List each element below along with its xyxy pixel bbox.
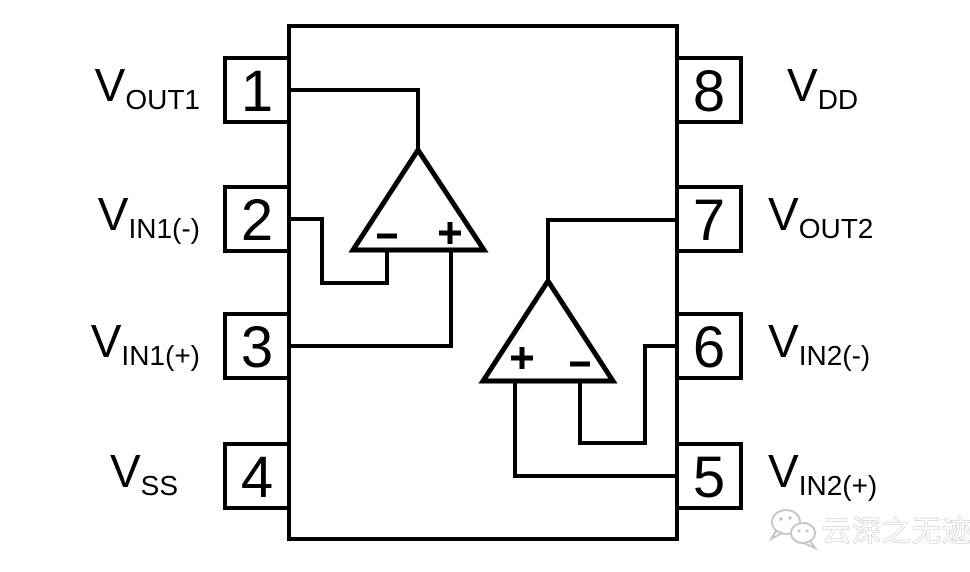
pin-5-label-sub: IN2(+)	[799, 470, 878, 501]
pin-4-label: VSS	[110, 445, 178, 501]
pin-8-number: 8	[693, 59, 725, 124]
pin-2: 2	[223, 185, 291, 253]
pin-2-label: VIN1(-)	[98, 188, 200, 244]
pin-5: 5	[675, 442, 743, 510]
pin-5-number: 5	[693, 445, 725, 510]
opamp-1-plus-icon	[439, 222, 461, 244]
pin-1-label-main: V	[95, 59, 126, 111]
pin-4-number: 4	[241, 445, 273, 510]
pin-8-label-main: V	[787, 59, 818, 111]
pin-2-label-main: V	[98, 188, 129, 240]
pin-7-box	[675, 185, 743, 253]
watermark: 云深之无迹	[768, 509, 970, 551]
pin-4-label-main: V	[110, 445, 141, 497]
wire-pin1-opamp1-output	[285, 88, 420, 152]
pin-6-box	[675, 312, 743, 380]
pin-5-label: VIN2(+)	[768, 445, 877, 501]
pin-5-box	[675, 442, 743, 510]
pin-7-label: VOUT2	[768, 188, 873, 244]
pin-7-number: 7	[693, 188, 725, 253]
wechat-logo-icon	[768, 509, 818, 551]
pin-6-number: 6	[693, 315, 725, 380]
pin-2-box	[223, 185, 291, 253]
pin-1-label: VOUT1	[95, 59, 200, 115]
pin-2-label-sub: IN1(-)	[128, 213, 200, 244]
pin-4-label-sub: SS	[141, 470, 178, 501]
pin-1-number: 1	[241, 59, 273, 124]
pin-6: 6	[675, 312, 743, 380]
wire-pin3-opamp1-noninverting	[285, 250, 453, 348]
pin-3-box	[223, 312, 291, 380]
pin-8: 8	[675, 56, 743, 124]
pin-4-box	[223, 442, 291, 510]
pin-7: 7	[675, 185, 743, 253]
wire-pin7-opamp2-output	[546, 218, 681, 281]
pin-3-label-main: V	[91, 315, 122, 367]
pin-7-label-main: V	[768, 188, 799, 240]
pin-8-label: VDD	[787, 59, 858, 115]
pin-3-label-sub: IN1(+)	[121, 340, 200, 371]
pin-3-label: VIN1(+)	[91, 315, 200, 371]
pin-1-label-sub: OUT1	[125, 84, 200, 115]
pin-8-box	[675, 56, 743, 124]
pin-3-number: 3	[241, 315, 273, 380]
pin-1-box	[223, 56, 291, 124]
opamp-2-symbol	[478, 276, 618, 384]
pin-2-number: 2	[241, 188, 273, 253]
pin-6-label-sub: IN2(-)	[799, 340, 871, 371]
pin-5-label-main: V	[768, 445, 799, 497]
wire-pin2-opamp1-inverting	[285, 217, 389, 285]
wire-pin6-opamp2-inverting	[578, 344, 681, 445]
pin-6-label: VIN2(-)	[768, 315, 870, 371]
pin-8-label-sub: DD	[818, 84, 858, 115]
pin-3: 3	[223, 312, 291, 380]
pin-6-label-main: V	[768, 315, 799, 367]
wire-pin5-opamp2-noninverting	[513, 379, 681, 478]
pin-1: 1	[223, 56, 291, 124]
opamp-1-symbol	[348, 145, 489, 253]
pin-4: 4	[223, 442, 291, 510]
opamp-2-plus-icon	[511, 347, 533, 369]
pin-7-label-sub: OUT2	[799, 213, 874, 244]
watermark-text: 云深之无迹	[822, 515, 970, 548]
